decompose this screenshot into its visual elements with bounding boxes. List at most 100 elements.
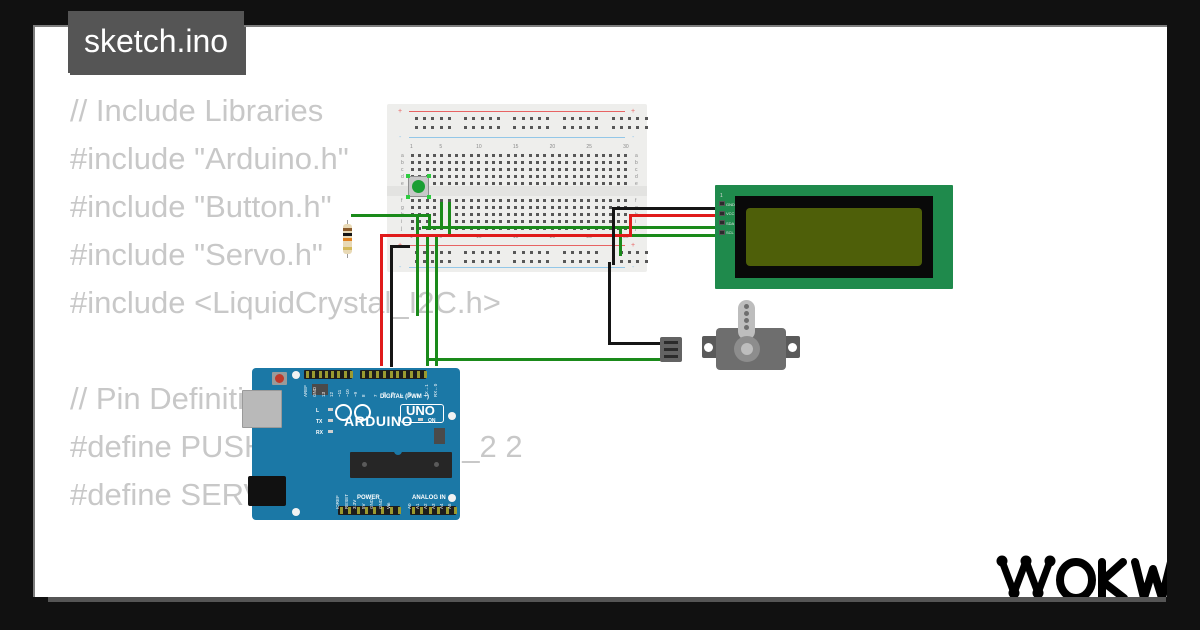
rail-hole <box>620 126 623 129</box>
power-pin-label: IOREF <box>335 495 340 509</box>
wire-green-servo-signal[interactable] <box>426 358 676 361</box>
header-pin[interactable] <box>389 371 393 378</box>
digital-pin-label: 2 <box>415 394 421 397</box>
header-pin[interactable] <box>306 371 309 378</box>
breadboard-hole <box>433 213 437 216</box>
header-pin[interactable] <box>340 507 343 514</box>
reset-button[interactable] <box>272 372 287 385</box>
servo-hub-center <box>740 342 754 356</box>
wire-green[interactable] <box>435 236 438 366</box>
wire-black-servo[interactable] <box>608 342 664 345</box>
breadboard-hole <box>609 154 613 157</box>
wire-black[interactable] <box>390 245 393 367</box>
analog-pin-label: A4 <box>439 503 444 509</box>
header-pin[interactable] <box>424 371 427 378</box>
header-pin[interactable] <box>368 371 372 378</box>
header-pin[interactable] <box>373 507 377 514</box>
header-pin[interactable] <box>331 371 335 378</box>
header-pin[interactable] <box>312 371 316 378</box>
header-pin[interactable] <box>403 371 407 378</box>
header-pin[interactable] <box>318 371 322 378</box>
wire-red[interactable] <box>629 214 632 236</box>
breadboard-hole <box>425 199 429 202</box>
breadboard-hole <box>477 161 481 164</box>
analog-header[interactable] <box>410 506 457 515</box>
wire-red-lcd-vcc[interactable] <box>629 214 724 217</box>
breadboard-column-label: 5 <box>439 234 443 240</box>
wire-green[interactable] <box>619 226 622 256</box>
header-pin[interactable] <box>396 371 400 378</box>
header-pin[interactable] <box>324 371 328 378</box>
header-pin[interactable] <box>420 507 424 514</box>
filename-tab-overlay[interactable]: sketch.ino <box>68 11 245 73</box>
header-pin[interactable] <box>410 371 414 378</box>
wire-green[interactable] <box>448 202 451 236</box>
header-pin[interactable] <box>375 371 379 378</box>
pushbutton[interactable] <box>406 174 431 199</box>
header-pin[interactable] <box>445 507 449 514</box>
rail-hole <box>447 126 451 129</box>
header-pin[interactable] <box>389 507 393 514</box>
breadboard-hole <box>440 182 444 185</box>
wire-black[interactable] <box>608 262 611 342</box>
icsp-header[interactable] <box>312 384 328 395</box>
resistor[interactable] <box>343 220 352 258</box>
servo-motor[interactable] <box>660 300 800 370</box>
breadboard-hole <box>616 161 620 164</box>
breadboard-hole <box>565 161 569 164</box>
breadboard-hole <box>499 182 503 185</box>
wire-green[interactable] <box>351 214 431 217</box>
header-pin[interactable] <box>437 507 441 514</box>
icsp2-header[interactable] <box>434 428 445 444</box>
breadboard-hole <box>418 161 422 164</box>
rail-minus-label: - <box>399 264 402 271</box>
wire-green[interactable] <box>416 216 419 316</box>
wire-green[interactable] <box>426 236 429 366</box>
breadboard-hole <box>455 206 459 209</box>
breadboard-hole <box>594 168 598 171</box>
servo-connector[interactable] <box>660 337 682 362</box>
wire-green[interactable] <box>440 202 443 228</box>
header-pin[interactable] <box>356 507 360 514</box>
rail-hole <box>464 251 468 254</box>
breadboard-hole <box>433 175 437 178</box>
wire-green-sda[interactable] <box>440 226 722 229</box>
wire-black-lcd-gnd[interactable] <box>612 207 724 210</box>
digital-pin-label: ~10 <box>345 389 350 397</box>
header-pin[interactable] <box>454 507 457 514</box>
digital-header-left[interactable] <box>304 370 353 379</box>
wire-red[interactable] <box>380 234 383 366</box>
rail-hole <box>587 251 591 254</box>
header-pin[interactable] <box>337 371 341 378</box>
breadboard-hole <box>528 199 532 202</box>
wire-black[interactable] <box>390 245 410 248</box>
wire-green[interactable] <box>428 214 431 230</box>
header-pin[interactable] <box>350 371 353 378</box>
breadboard[interactable]: ++--++--115510101515202025253030aabbccdd… <box>387 104 648 272</box>
wire-black[interactable] <box>612 207 615 265</box>
header-pin[interactable] <box>417 371 421 378</box>
power-header[interactable] <box>338 506 401 515</box>
header-pin[interactable] <box>364 507 368 514</box>
header-pin[interactable] <box>362 371 365 378</box>
breadboard-hole <box>550 154 554 157</box>
wire-red[interactable] <box>382 234 632 237</box>
breadboard-hole <box>565 182 569 185</box>
header-pin[interactable] <box>343 371 347 378</box>
header-pin[interactable] <box>412 507 415 514</box>
pushbutton-leg <box>406 174 410 178</box>
header-pin[interactable] <box>428 507 432 514</box>
rail-hole <box>538 251 541 254</box>
breadboard-hole <box>418 220 422 223</box>
header-pin[interactable] <box>398 507 401 514</box>
header-pin[interactable] <box>381 507 385 514</box>
header-pin[interactable] <box>382 371 386 378</box>
breadboard-hole <box>491 182 495 185</box>
rail-hole <box>480 126 484 129</box>
breadboard-hole <box>616 182 620 185</box>
digital-header-right[interactable] <box>360 370 427 379</box>
rail-hole <box>611 117 615 120</box>
header-pin[interactable] <box>348 507 352 514</box>
